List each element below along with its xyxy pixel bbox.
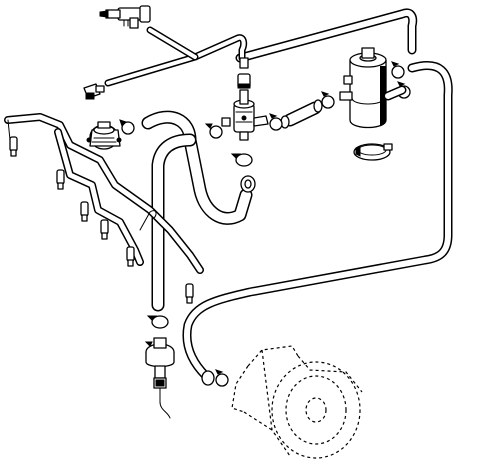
filter-inlet-hose — [280, 99, 323, 129]
injector-2 — [56, 169, 65, 190]
check-valve-connector — [153, 377, 171, 419]
injector-5 — [126, 246, 135, 267]
main-fuel-hose — [182, 61, 453, 381]
injector-4 — [100, 219, 109, 240]
fuel-filter — [339, 47, 387, 129]
check-valve-clamp — [146, 315, 169, 329]
injector-6 — [185, 283, 194, 304]
vacuum-hose — [104, 26, 248, 87]
damper — [221, 89, 269, 141]
supply-hose — [151, 133, 197, 312]
hose-clamp-regulator — [119, 119, 135, 135]
damper-hose-lower — [240, 175, 256, 193]
filter-inlet-clamps — [269, 91, 335, 131]
check-valve — [144, 337, 175, 379]
injector-3 — [80, 201, 89, 222]
fuel-pump — [231, 345, 363, 459]
filter-clamp — [353, 143, 393, 161]
pump-hose-clamp — [201, 369, 229, 387]
filter-outlet-clamps — [383, 61, 411, 101]
upper-fuel-hose — [235, 8, 418, 63]
return-hose — [141, 110, 253, 225]
vacuum-connector — [83, 83, 105, 100]
damper-clamps — [204, 123, 253, 167]
vacuum-valve — [99, 5, 151, 29]
damper-hose-upper — [237, 57, 251, 89]
fuel-pressure-regulator — [86, 121, 122, 150]
injectors — [9, 136, 194, 304]
injector-1 — [9, 136, 18, 157]
